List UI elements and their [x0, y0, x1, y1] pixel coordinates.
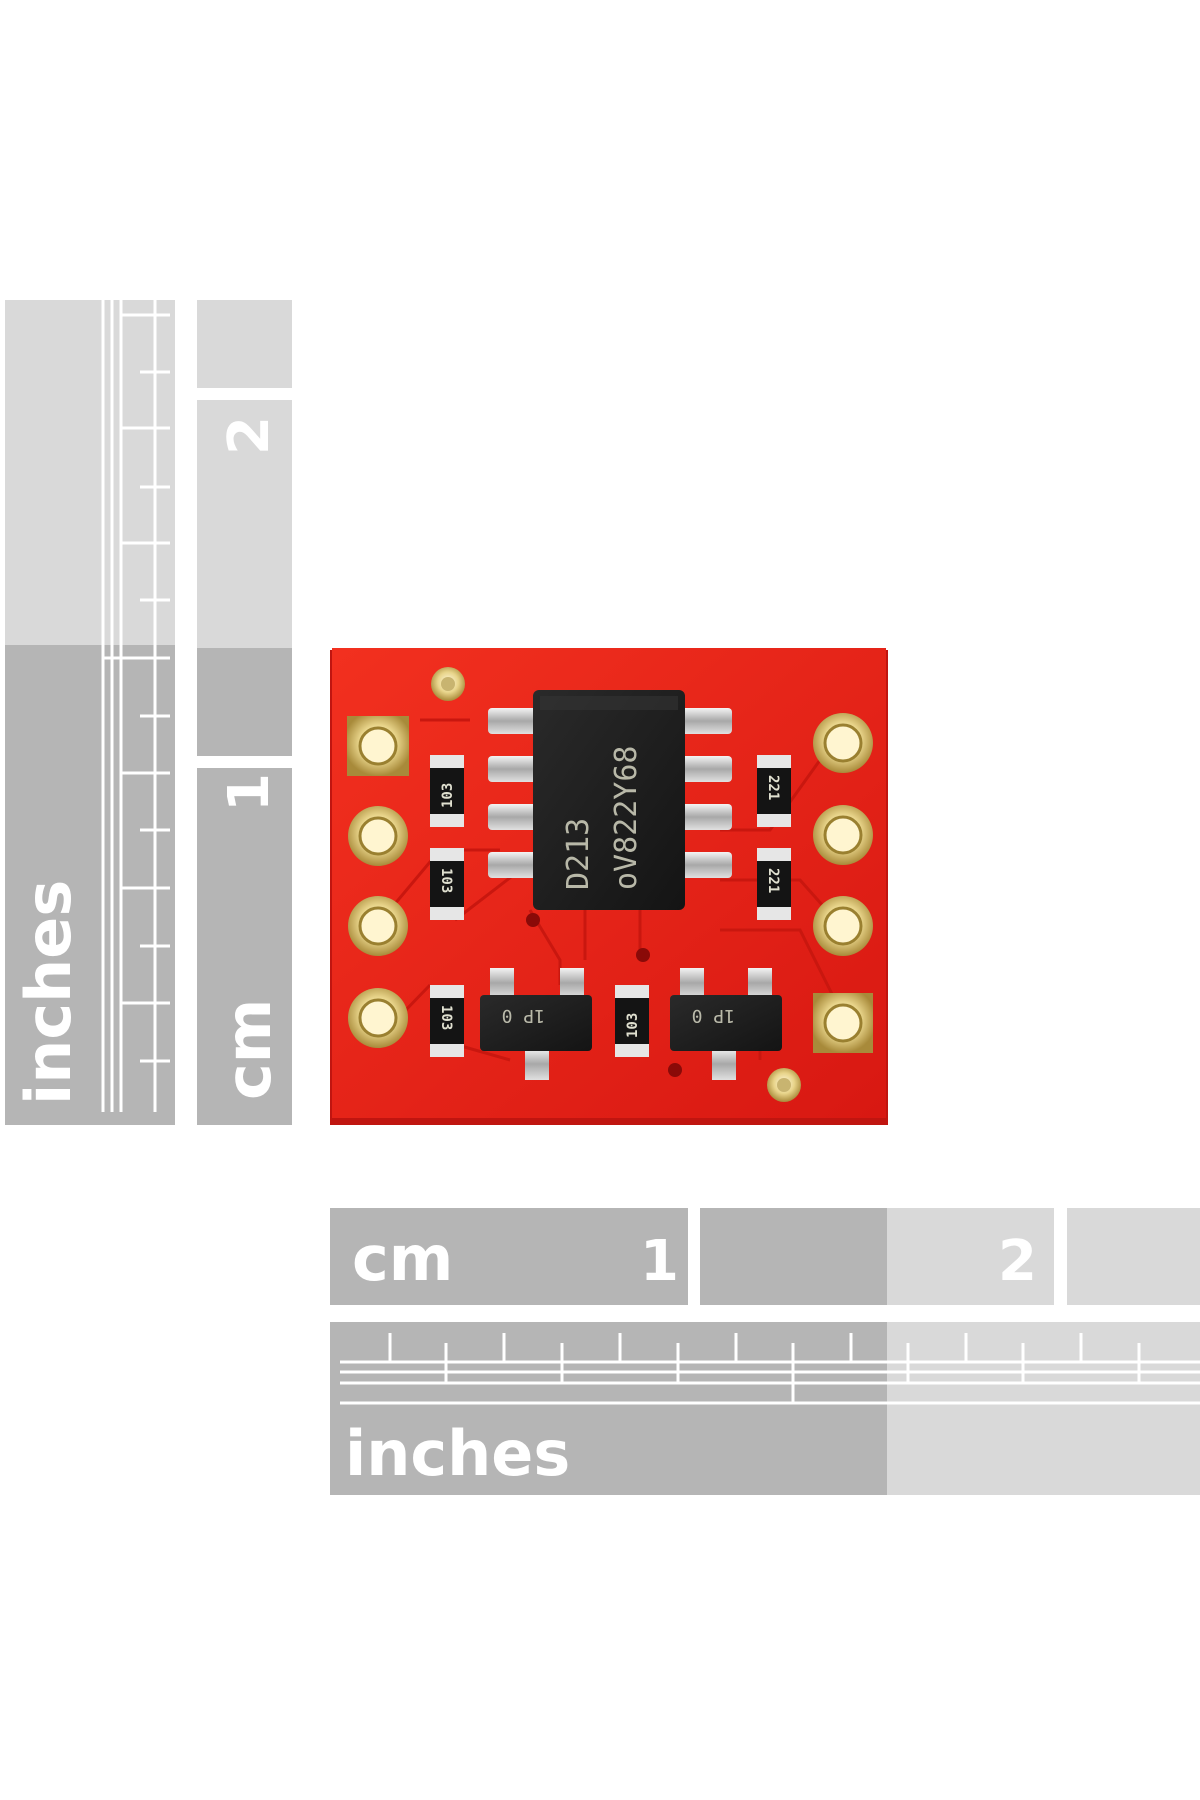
pcb-board: D213 oV822Y68 103 103 103 221 221	[330, 648, 888, 1125]
left-header-pads	[347, 716, 409, 1048]
resistor-r5-label: 221	[765, 868, 781, 893]
resistor-r6: 103	[615, 985, 649, 1057]
via-3	[668, 1063, 682, 1077]
vertical-inches-label: inches	[12, 880, 85, 1105]
vertical-cm-block-1	[197, 300, 292, 388]
resistor-r6-label: 103	[625, 1013, 641, 1038]
resistor-r3-label: 103	[438, 1005, 454, 1030]
ic-marking-line1: D213	[561, 818, 596, 890]
vertical-inches-strip-bottom	[5, 645, 175, 1125]
transistor-q2: 1P 0	[670, 968, 782, 1080]
right-header-pads	[813, 713, 873, 1053]
ic-pins-left	[488, 708, 538, 878]
ic-chip	[533, 690, 685, 910]
resistor-r2: 103	[430, 848, 464, 920]
horizontal-inches-strip-right	[887, 1322, 1200, 1495]
vertical-cm-block-2	[197, 400, 292, 648]
resistor-r2-label: 103	[438, 868, 454, 893]
vertical-ruler: inches 2 1 cm	[5, 300, 292, 1125]
horizontal-cm-mark-2: 2	[998, 1229, 1037, 1294]
vertical-cm-block-4	[197, 768, 292, 1125]
horizontal-cm-block-3	[887, 1208, 1054, 1305]
transistor-q2-label: 1P 0	[692, 1005, 735, 1026]
vertical-inch-ticks	[103, 313, 170, 1063]
horizontal-cm-block-1	[330, 1208, 688, 1305]
resistor-r4: 221	[757, 755, 791, 827]
resistor-r5: 221	[757, 848, 791, 920]
vertical-cm-mark-1: 1	[217, 773, 282, 812]
ic-pins-right	[680, 708, 732, 878]
vertical-cm-mark-2: 2	[217, 416, 282, 455]
resistor-r1: 103	[430, 755, 464, 827]
ic-marking-line2: oV822Y68	[609, 746, 644, 891]
horizontal-ruler: cm 1 2 inches	[330, 1208, 1200, 1495]
via-1	[526, 913, 540, 927]
horizontal-cm-mark-1: 1	[640, 1229, 679, 1294]
horizontal-cm-block-4	[1067, 1208, 1200, 1305]
horizontal-cm-block-2	[700, 1208, 887, 1305]
horizontal-inches-label: inches	[345, 1417, 570, 1490]
resistor-r1-label: 103	[440, 783, 456, 808]
transistor-q1: 1P 0	[480, 968, 592, 1080]
horizontal-inch-ticks	[388, 1333, 1141, 1403]
via-2	[636, 948, 650, 962]
horizontal-cm-label: cm	[352, 1222, 453, 1295]
resistor-r3: 103	[430, 985, 464, 1057]
vertical-cm-label: cm	[212, 999, 285, 1100]
resistor-r4-label: 221	[765, 775, 781, 800]
transistor-q1-label: 1P 0	[502, 1005, 545, 1026]
vertical-cm-block-3	[197, 648, 292, 756]
